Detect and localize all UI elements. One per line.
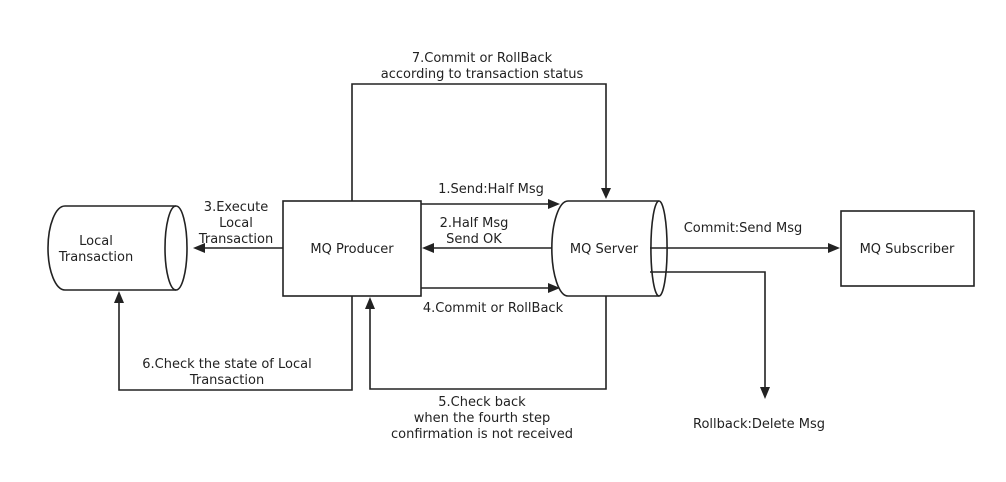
local-transaction-label-line1: Local (79, 234, 113, 249)
step7-label-line2: according to transaction status (381, 67, 584, 82)
rollback-delete-label: Rollback:Delete Msg (693, 417, 825, 432)
step5-label-line2: when the fourth step (414, 411, 550, 426)
step3-label-line2: Local (219, 216, 253, 231)
edge-step1: 1.Send:Half Msg (421, 182, 560, 209)
edge-step6: 6.Check the state of Local Transaction (114, 291, 353, 391)
step2-label-line1: 2.Half Msg (440, 216, 509, 231)
mq-server-node: MQ Server (551, 200, 668, 297)
step3-label-line1: 3.Execute (204, 200, 268, 215)
local-transaction-label-line2: Transaction (58, 250, 133, 265)
step5-label-line3: confirmation is not received (391, 427, 573, 442)
mq-subscriber-node: MQ Subscriber (840, 210, 975, 287)
mq-subscriber-label: MQ Subscriber (860, 242, 955, 257)
edge-rollback-delete: Rollback:Delete Msg (650, 271, 825, 432)
local-transaction-node: Local Transaction (47, 205, 188, 291)
step6-label-line2: Transaction (189, 373, 264, 388)
commit-send-label: Commit:Send Msg (684, 221, 803, 236)
step3-label-line3: Transaction (198, 232, 273, 247)
edge-step3: 3.Execute Local Transaction (193, 200, 283, 253)
edge-step4: 4.Commit or RollBack (421, 283, 564, 316)
step6-label-line1: 6.Check the state of Local (142, 357, 311, 372)
step7-label-line1: 7.Commit or RollBack (412, 51, 553, 66)
edge-step7: 7.Commit or RollBack according to transa… (351, 51, 611, 201)
step1-label: 1.Send:Half Msg (438, 182, 544, 197)
step4-label: 4.Commit or RollBack (423, 301, 564, 316)
step5-label-line1: 5.Check back (438, 395, 526, 410)
mq-producer-label: MQ Producer (310, 242, 394, 257)
edge-step5: 5.Check back when the fourth step confir… (365, 296, 607, 442)
mq-producer-node: MQ Producer (282, 200, 422, 297)
mq-server-label: MQ Server (570, 242, 639, 257)
step2-label-line2: Send OK (446, 232, 502, 247)
edge-commit-send: Commit:Send Msg (650, 221, 840, 253)
edge-step2: 2.Half Msg Send OK (422, 216, 552, 253)
